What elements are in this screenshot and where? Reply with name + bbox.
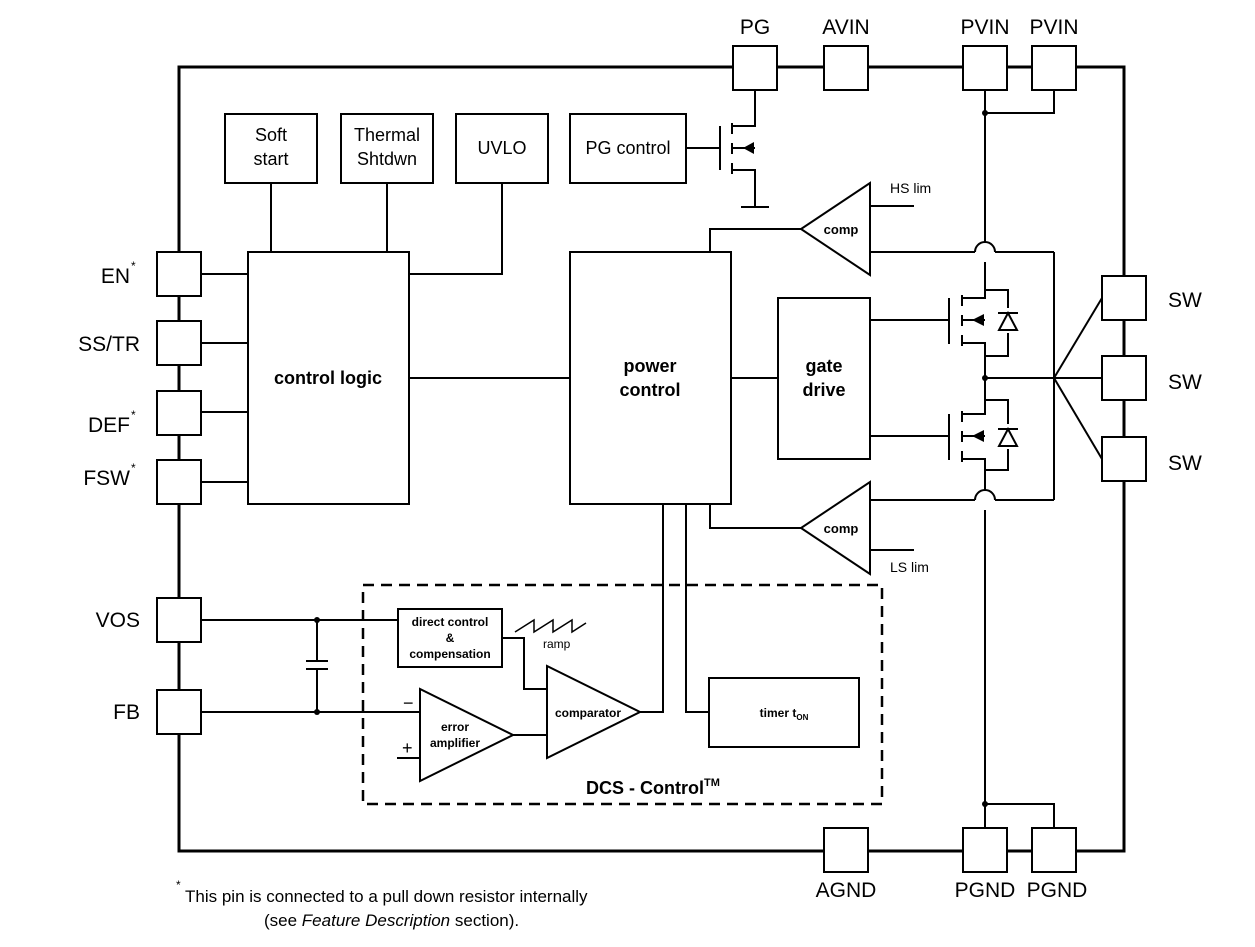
- svg-text:gate: gate: [805, 356, 842, 376]
- svg-text:&: &: [446, 631, 455, 645]
- chip-outline: [177, 65, 1126, 853]
- pin-pvin-1-label: PVIN: [960, 16, 1009, 39]
- svg-text:This pin is connected to a pul: This pin is connected to a pull down res…: [185, 887, 588, 906]
- dcs-control-label: DCS - ControlTM: [586, 777, 720, 798]
- pin-avin: AVIN: [822, 16, 870, 91]
- svg-text:Thermal: Thermal: [354, 125, 420, 145]
- svg-text:compensation: compensation: [409, 647, 490, 661]
- thermal-shutdown-block: Thermal Shtdwn: [340, 113, 434, 184]
- svg-text:ramp: ramp: [543, 637, 571, 651]
- power-stage: [870, 90, 1103, 828]
- pin-en: EN *: [101, 251, 202, 297]
- svg-text:timer tON: timer tON: [760, 706, 809, 722]
- pin-pg-label: PG: [740, 16, 770, 39]
- uvlo-block: UVLO: [455, 113, 549, 184]
- left-wiring: [201, 183, 778, 483]
- timer-block: timer tON: [708, 677, 860, 748]
- pin-def: DEF *: [88, 390, 202, 437]
- pin-sw-3: SW: [1101, 436, 1202, 482]
- pin-agnd-label: AGND: [816, 879, 877, 902]
- pin-def-star: *: [131, 408, 136, 422]
- pin-vos: VOS: [96, 597, 202, 643]
- svg-text:*: *: [176, 878, 181, 892]
- svg-text:direct control: direct control: [412, 615, 489, 629]
- pin-ss-tr: SS/TR: [78, 320, 202, 366]
- gate-drive-block: gate drive: [777, 297, 871, 460]
- pin-pvin-2-label: PVIN: [1029, 16, 1078, 39]
- pin-fb: FB: [113, 689, 202, 735]
- ramp-waveform: ramp: [514, 618, 587, 651]
- svg-text:comp: comp: [824, 222, 859, 237]
- pin-pvin-2: PVIN: [1029, 16, 1079, 91]
- error-amp-plus: +: [402, 738, 413, 758]
- svg-text:(see Feature Description secti: (see Feature Description section).: [264, 911, 519, 930]
- pin-pvin-1: PVIN: [960, 16, 1010, 91]
- pin-sw-2-label: SW: [1168, 371, 1202, 394]
- comp-wiring: [709, 205, 1054, 551]
- svg-text:Soft: Soft: [255, 125, 287, 145]
- pin-ss-tr-label: SS/TR: [78, 333, 140, 356]
- pin-en-label: EN: [101, 265, 130, 288]
- pin-sw-3-label: SW: [1168, 452, 1202, 475]
- pin-pgnd-2-label: PGND: [1027, 879, 1088, 902]
- svg-text:power: power: [623, 356, 676, 376]
- svg-text:comp: comp: [824, 521, 859, 536]
- pg-control-block: PG control: [569, 113, 687, 184]
- direct-control-block: direct control & compensation: [397, 608, 503, 668]
- dcs-wiring: [201, 504, 709, 759]
- pin-def-label: DEF: [88, 414, 130, 437]
- svg-text:control: control: [620, 380, 681, 400]
- error-amp-minus: −: [403, 693, 414, 713]
- pg-mosfet: [686, 90, 769, 208]
- pin-avin-label: AVIN: [822, 16, 869, 39]
- svg-text:control logic: control logic: [274, 368, 382, 388]
- comp-hs-triangle: comp: [799, 181, 871, 277]
- pin-pgnd-1-label: PGND: [955, 879, 1016, 902]
- pin-sw-1-label: SW: [1168, 289, 1202, 312]
- pin-sw-2: SW: [1101, 355, 1202, 401]
- error-amplifier: error amplifier − +: [402, 687, 516, 783]
- svg-text:drive: drive: [802, 380, 845, 400]
- svg-text:PG control: PG control: [585, 138, 670, 158]
- pin-pgnd-2: PGND: [1027, 827, 1088, 902]
- dcs-comparator: comparator: [546, 664, 643, 760]
- pin-fsw: FSW *: [83, 459, 202, 505]
- svg-text:comparator: comparator: [555, 706, 621, 720]
- svg-text:error: error: [441, 720, 469, 734]
- dcs-control-region: [361, 583, 884, 806]
- soft-start-block: Soft start: [224, 113, 318, 184]
- control-logic-block: control logic: [247, 251, 410, 505]
- pin-fsw-star: *: [131, 461, 136, 475]
- pin-pgnd-1: PGND: [955, 827, 1016, 902]
- pin-en-star: *: [131, 259, 136, 273]
- ls-lim-label: LS lim: [890, 559, 929, 575]
- pin-sw-1: SW: [1101, 275, 1202, 321]
- pin-vos-label: VOS: [96, 609, 140, 632]
- pin-fb-label: FB: [113, 701, 140, 724]
- hs-lim-label: HS lim: [890, 180, 931, 196]
- pin-agnd: AGND: [816, 827, 877, 902]
- svg-text:UVLO: UVLO: [477, 138, 526, 158]
- pin-pg: PG: [732, 16, 778, 91]
- comp-ls-triangle: comp: [799, 480, 871, 576]
- svg-text:start: start: [253, 149, 288, 169]
- svg-text:amplifier: amplifier: [430, 736, 480, 750]
- pin-fsw-label: FSW: [83, 467, 130, 490]
- power-control-block: power control: [569, 251, 732, 505]
- footnote: * This pin is connected to a pull down r…: [176, 878, 588, 930]
- svg-text:Shtdwn: Shtdwn: [357, 149, 417, 169]
